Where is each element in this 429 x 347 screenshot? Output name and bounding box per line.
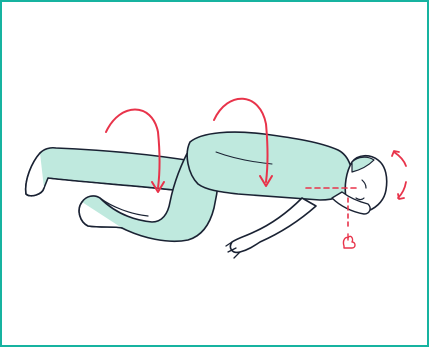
head-tilt-arrows-icon	[392, 151, 406, 199]
recovery-position-illustration	[2, 2, 427, 345]
torso	[187, 132, 352, 200]
straight-leg	[26, 148, 198, 196]
breath-icon	[343, 234, 355, 248]
lower-arm	[226, 198, 316, 258]
